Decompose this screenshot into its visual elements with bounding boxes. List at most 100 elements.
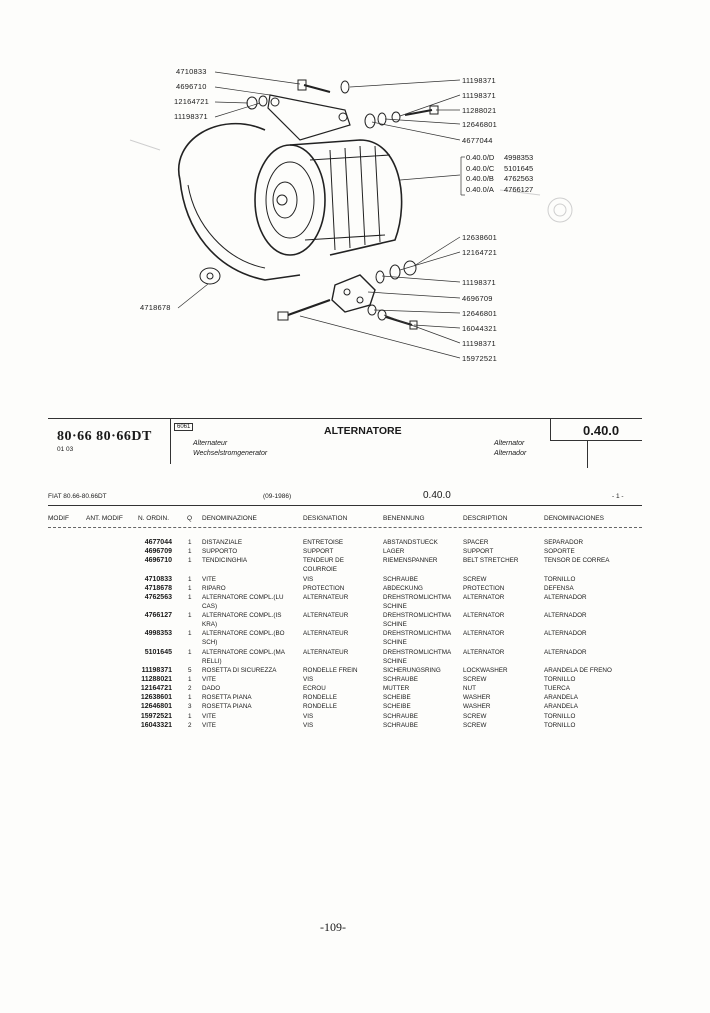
name-it: VITE (202, 721, 216, 729)
quantity: 1 (188, 548, 192, 556)
name-fr: RONDELLE (303, 694, 337, 702)
part-number: 4677044 (144, 539, 172, 546)
subtitle-en: Alternator (494, 440, 525, 447)
name-en: SCREW (463, 721, 487, 729)
name-it: SUPPORTO (202, 548, 238, 556)
name-es: SOPORTE (544, 548, 575, 556)
name-it: DISTANZIALE (202, 539, 243, 546)
subtitle-es: Alternador (494, 450, 527, 457)
name-de: SICHERUNGSRING (383, 666, 441, 674)
name-fr: VIS (303, 675, 314, 683)
sheet-number: - 1 - (612, 493, 624, 500)
right-label: 4677044 (462, 136, 493, 145)
name-it: ROSETTA DI SICUREZZA (202, 666, 277, 674)
name-en: NUT (463, 685, 476, 693)
header-top-rule (48, 418, 642, 419)
left-label: 4696710 (176, 82, 207, 91)
col-modif: MODIF (48, 515, 69, 522)
name-en: SCREW (463, 575, 487, 583)
name-it: ALTERNATORE COMPL.(MA RELLI) (202, 648, 285, 665)
name-es: ARANDELA (544, 703, 578, 711)
name-it: VITE (202, 575, 216, 583)
left-label: 4710833 (176, 67, 207, 76)
name-es: SEPARADOR (544, 539, 584, 546)
right-label: 15972521 (462, 354, 497, 363)
right-label: 12646801 (462, 309, 497, 318)
name-es: ARANDELA DE FRENO (544, 666, 612, 674)
name-it: ALTERNATORE COMPL.(IS KRA) (202, 612, 282, 629)
right-label: 16044321 (462, 324, 497, 333)
name-it: TENDICINGHIA (202, 557, 248, 565)
name-en: SUPPORT (463, 548, 494, 556)
name-en: WASHER (463, 694, 491, 702)
page-title: ALTERNATORE (324, 425, 402, 437)
name-it: ROSETTA PIANA (202, 703, 252, 711)
name-de: DREHSTROMLICHTMASCHINE (383, 612, 452, 629)
date-range: (09-1986) (263, 493, 292, 500)
part-number: 12638601 (140, 694, 172, 702)
name-en: ALTERNATOR (463, 612, 505, 620)
name-es: DEFENSA (544, 584, 574, 592)
right-label: 11198371 (462, 339, 496, 348)
model-name: 80·66 80·66DT (57, 429, 152, 444)
quantity: 1 (188, 539, 192, 546)
name-de: ABSTANDSTUECK (383, 539, 438, 546)
quantity: 1 (188, 694, 192, 702)
col-designation: DESIGNATION (303, 515, 348, 522)
name-de: DREHSTROMLICHTMASCHINE (383, 593, 452, 610)
name-en: BELT STRETCHER (463, 557, 519, 565)
part-number: 4762563 (144, 593, 172, 601)
name-fr: ALTERNATEUR (303, 612, 349, 620)
name-de: SCHRAUBE (383, 721, 418, 729)
part-number: 4718678 (144, 584, 172, 592)
name-fr: RONDELLE FREIN (303, 666, 358, 674)
right-label: 12638601 (462, 233, 497, 242)
name-es: ALTERNADOR (544, 630, 587, 638)
right-label: 12164721 (462, 248, 497, 257)
name-es: TUERCA (544, 685, 570, 693)
name-de: SCHRAUBE (383, 675, 418, 683)
left-label: 4718678 (140, 303, 171, 312)
quantity: 3 (188, 703, 192, 711)
quantity: 2 (188, 721, 192, 729)
group-code: 0.40.0 (583, 423, 620, 438)
name-es: TORNILLO (544, 575, 576, 583)
name-es: TENSOR DE CORREA (544, 557, 610, 565)
name-fr: VIS (303, 712, 314, 720)
alternator-drawing (129, 71, 573, 359)
name-it: ALTERNATORE COMPL.(LU CAS) (202, 593, 284, 610)
subtitle-right: Alternator Alternador (494, 439, 526, 459)
name-it: ALTERNATORE COMPL.(BO SCH) (202, 630, 285, 647)
right-label: 4696709 (462, 294, 493, 303)
exploded-diagram: 4710833 4696710 12164721 11198371 471867… (0, 0, 710, 400)
header-divider (587, 440, 588, 468)
part-number: 4766127 (144, 612, 172, 620)
name-de: SCHEIBE (383, 703, 411, 711)
name-en: LOCKWASHER (463, 666, 508, 674)
left-label: 12164721 (174, 97, 209, 106)
name-de: SCHRAUBE (383, 712, 418, 720)
name-it: ROSETTA PIANA (202, 694, 252, 702)
name-es: ARANDELA (544, 694, 578, 702)
col-denominaciones: DENOMINACIONES (544, 515, 604, 522)
name-en: PROTECTION (463, 584, 505, 592)
name-en: SPACER (463, 539, 489, 546)
quantity: 1 (188, 575, 192, 583)
part-number: 5101645 (144, 648, 172, 656)
quantity: 1 (188, 557, 192, 565)
quantity: 5 (188, 666, 192, 674)
name-fr: TENDEUR DE COURROIE (303, 557, 344, 574)
quantity: 1 (188, 675, 192, 683)
name-es: ALTERNADOR (544, 593, 587, 601)
quantity: 1 (188, 612, 192, 620)
